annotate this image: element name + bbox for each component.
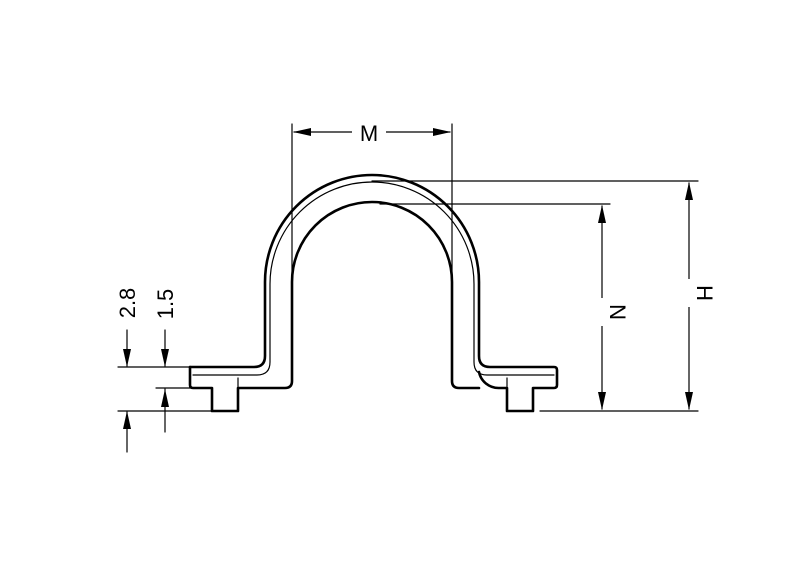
h-arrow-top [685,182,693,200]
dimension-n: N [379,203,630,410]
m-label-bg [352,118,386,144]
clamp-outer-outline [188,173,559,413]
dimension-1-5: 1.5 [153,289,194,433]
dimension-h: H [371,180,717,412]
h-label: H [692,285,717,301]
n-arrow-bottom [598,392,606,410]
clamp-body [188,173,559,413]
clamp-inner-outline [188,200,481,413]
n-label-bg [591,298,615,326]
clamp-inner-contour [192,181,555,376]
m-label: M [360,121,378,146]
m-arrow-right [433,128,451,136]
h-arrow-bottom [685,392,693,410]
dimension-m: M [291,118,453,283]
n-arrow-top [598,205,606,223]
flange-arrow-bottom [123,411,131,429]
base-arrow-top [161,349,169,367]
h-label-bg [678,279,702,307]
m-arrow-left [293,128,311,136]
dimension-2-8: 2.8 [115,288,213,453]
base-thickness-label: 1.5 [153,289,178,320]
flange-arrow-top [123,349,131,367]
n-label: N [605,304,630,320]
base-arrow-bottom [161,389,169,407]
flange-thickness-label: 2.8 [115,288,140,319]
